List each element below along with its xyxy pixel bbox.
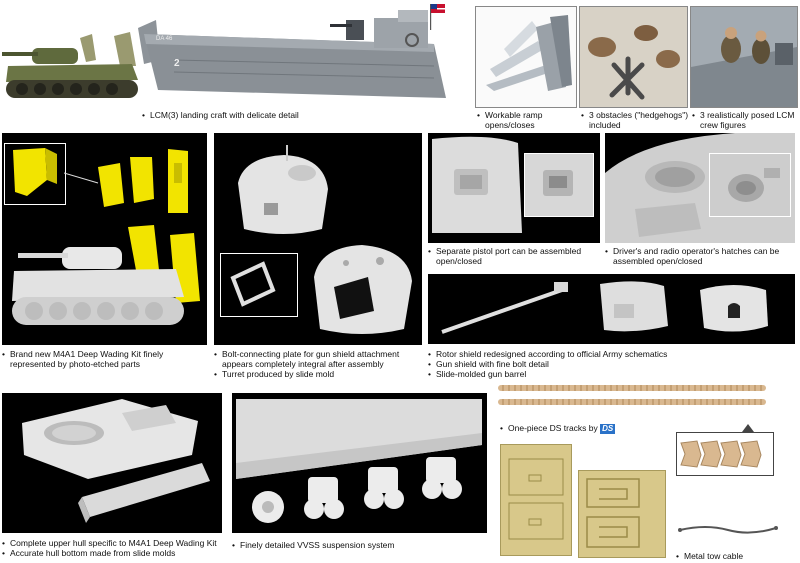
pistol-port-caption: •Separate pistol port can be assembled o… [428, 246, 582, 266]
ramp-caption: •Workable ramp opens/closes [477, 110, 543, 130]
lcm-caption: •LCM(3) landing craft with delicate deta… [142, 110, 299, 120]
upper-hull-panel [2, 393, 222, 533]
vvss-suspension-panel [232, 393, 487, 533]
hatches-panel [605, 133, 795, 243]
lcm-hull-number: 2 [174, 58, 180, 69]
ramp-photo [475, 6, 577, 108]
lcm-landing-craft-image: 2 DA 46 [134, 0, 474, 108]
hatches-caption: •Driver's and radio operator's hatches c… [605, 246, 780, 266]
turret-panel [214, 133, 422, 345]
crew-caption: •3 realistically posed LCM crew figures [692, 110, 795, 130]
rotor-shield-panel [428, 274, 795, 344]
vvss-caption: •Finely detailed VVSS suspension system [232, 540, 395, 550]
callout-pointer [742, 424, 754, 432]
ds-track-upper [498, 385, 766, 391]
pistol-port-inset [524, 153, 594, 217]
crew-figures-photo [690, 6, 798, 108]
hedgehogs-photo [579, 6, 688, 108]
track-link-callout [676, 432, 774, 476]
wading-kit-detail-inset [4, 143, 66, 205]
photo-etch-fret-right [578, 470, 666, 558]
turret-caption: •Bolt-connecting plate for gun shield at… [214, 349, 400, 379]
gun-shield-plate-inset [220, 253, 298, 317]
pistol-port-panel [428, 133, 600, 243]
wading-kit-caption: •Brand new M4A1 Deep Wading Kit finely r… [2, 349, 164, 369]
tracks-caption: •One-piece DS tracks by DS [500, 423, 616, 434]
lcm-bow-marking: DA 46 [156, 36, 173, 42]
obstacles-caption: •3 obstacles ("hedgehogs") included [581, 110, 689, 130]
ds-logo: DS [600, 424, 616, 434]
ds-track-lower [498, 399, 766, 405]
photo-etch-fret-left [500, 444, 572, 556]
wading-kit-panel [2, 133, 207, 345]
sherman-tank-image [2, 30, 142, 102]
hatch-detail-inset [709, 153, 791, 217]
upper-hull-caption: •Complete upper hull specific to M4A1 De… [2, 538, 217, 558]
tow-cable-caption: •Metal tow cable [676, 551, 744, 561]
tow-cable-image [678, 526, 778, 534]
rotor-shield-caption: •Rotor shield redesigned according to of… [428, 349, 668, 379]
